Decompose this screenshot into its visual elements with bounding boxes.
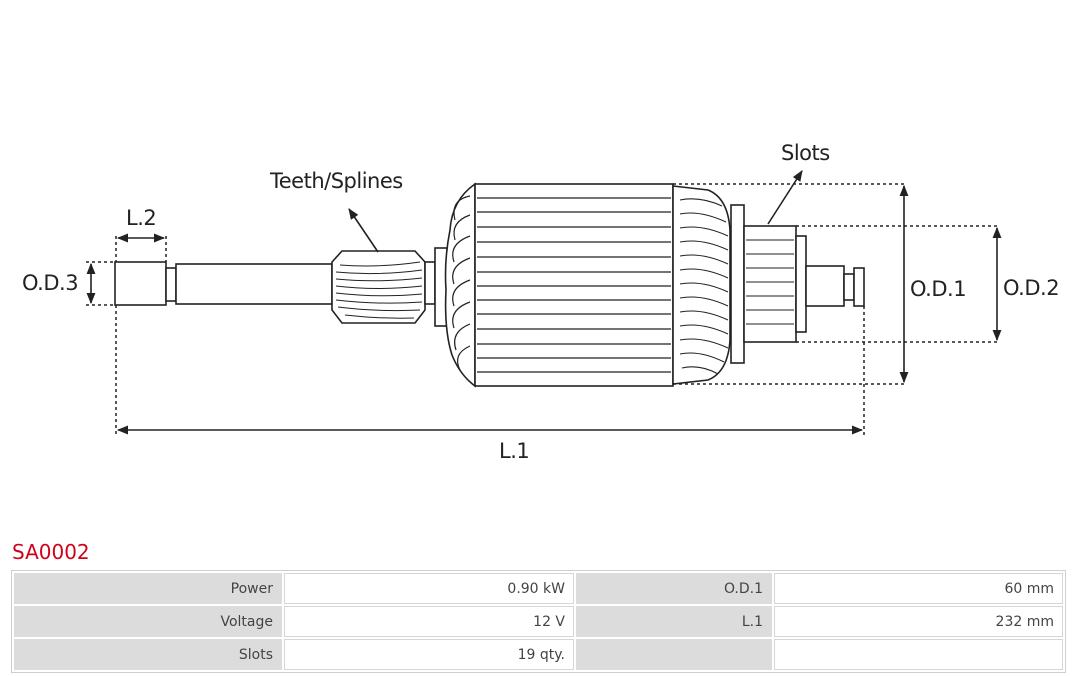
shaft [175, 263, 333, 305]
l2-label: L.2 [126, 206, 156, 230]
commutator [743, 225, 797, 343]
spec-key [576, 639, 772, 670]
spec-key: O.D.1 [576, 573, 772, 604]
od1-label: O.D.1 [910, 277, 966, 301]
teeth-splines-label: Teeth/Splines [269, 169, 403, 193]
spline-lines [335, 261, 423, 319]
shaft-step [165, 267, 177, 302]
slots-pointer [767, 170, 803, 225]
slots-label: Slots [781, 141, 830, 165]
spec-value: 0.90 kW [284, 573, 574, 604]
shaft-end-left [114, 261, 167, 306]
part-code: SA0002 [12, 540, 90, 564]
table-row: Power 0.90 kW O.D.1 60 mm [14, 573, 1063, 604]
spec-key: Voltage [14, 606, 282, 637]
shaft-step-right [843, 273, 855, 301]
spec-key: Power [14, 573, 282, 604]
spec-value: 232 mm [774, 606, 1063, 637]
od3-label: O.D.3 [22, 271, 78, 295]
spec-key: L.1 [576, 606, 772, 637]
collar [424, 261, 436, 305]
table-row: Slots 19 qty. [14, 639, 1063, 670]
commutator-collar [795, 235, 807, 333]
od2-label: O.D.2 [1003, 276, 1059, 300]
teeth-pointer [348, 208, 379, 253]
spec-value [774, 639, 1063, 670]
armature-diagram: Teeth/Splines Slots L.2 O.D.3 O.D.1 O.D.… [22, 141, 1060, 463]
l1-label: L.1 [499, 439, 529, 463]
table-row: Voltage 12 V L.1 232 mm [14, 606, 1063, 637]
spec-table: Power 0.90 kW O.D.1 60 mm Voltage 12 V L… [11, 570, 1066, 673]
spec-value: 19 qty. [284, 639, 574, 670]
pinion-gear [331, 250, 426, 324]
armature-core [474, 183, 674, 387]
spec-key: Slots [14, 639, 282, 670]
core-slot-lines [477, 197, 671, 373]
spec-value: 60 mm [774, 573, 1063, 604]
commutator-ring [730, 204, 745, 364]
winding-end-right [672, 185, 731, 385]
shaft-tip-right [853, 267, 865, 307]
shaft-end-right [805, 265, 845, 307]
spec-value: 12 V [284, 606, 574, 637]
commutator-bars [746, 239, 794, 325]
